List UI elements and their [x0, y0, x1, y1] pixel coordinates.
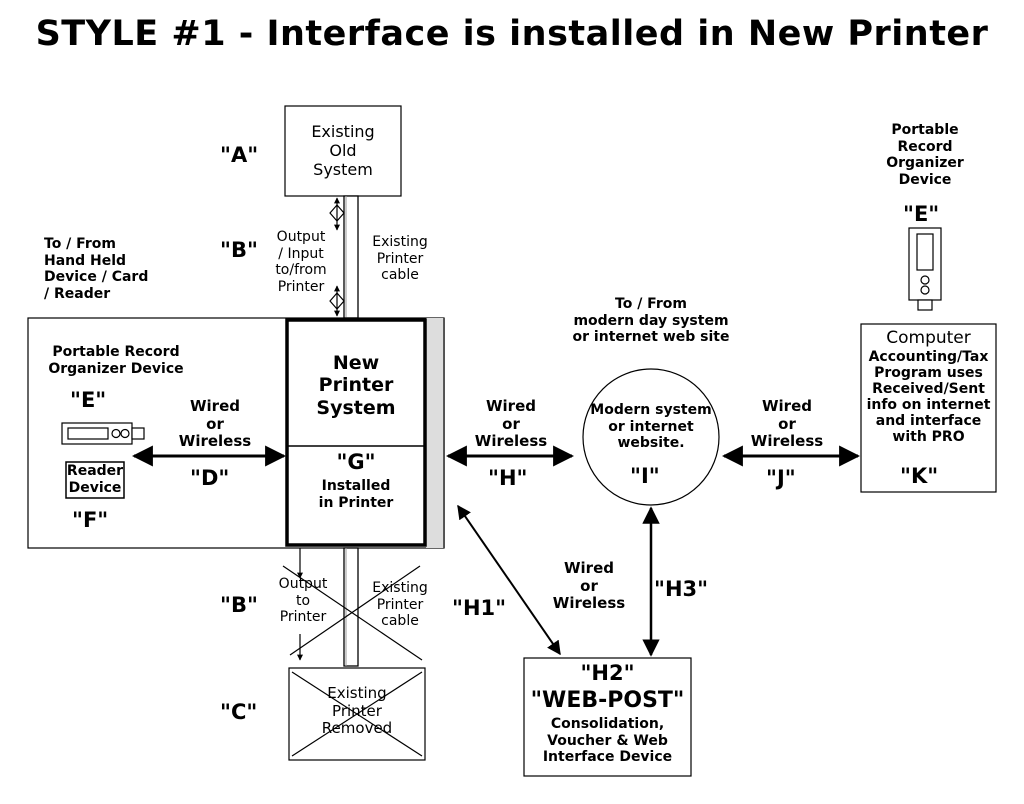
portable-record-left-line: Organizer Device — [48, 360, 184, 377]
output-input-line: Printer — [277, 278, 325, 295]
existing-printer-cable-bottom-line: cable — [381, 613, 419, 630]
new-printer-system-box — [285, 318, 427, 547]
existing-printer-cable-top-line: cable — [381, 267, 419, 284]
portable-record-right-line: Portable — [891, 122, 959, 138]
portable-record-device-right-icon — [908, 227, 942, 311]
output-input-line: / Input — [278, 245, 324, 262]
existing-printer-cable-top-line: Existing — [372, 234, 428, 250]
label-h3: "H3" — [654, 577, 709, 601]
installed-in-printer-line: in Printer — [318, 494, 394, 511]
output-input-line: to/from — [275, 262, 327, 279]
existing-printer-removed-line: Removed — [321, 719, 393, 738]
computer-desc-line: and interface — [875, 412, 982, 429]
wired-or-wireless-d-line: Wired — [190, 397, 240, 415]
existing-printer-removed-line: Existing — [327, 684, 387, 702]
existing-printer-cable-bottom-line: Existing — [372, 580, 428, 596]
label-b-bottom: "B" — [220, 593, 258, 617]
label-e-left: "E" — [70, 388, 107, 412]
new-printer-system-line: New — [332, 352, 380, 374]
web-post-box — [523, 657, 692, 777]
modern-system-line: or internet — [608, 418, 694, 435]
existing-old-system-line: Existing — [311, 122, 375, 141]
existing-printer-cable-top-line: Printer — [376, 250, 424, 267]
wired-or-wireless-h-line: Wireless — [474, 432, 548, 451]
portable-record-right-line: Organizer — [886, 155, 964, 172]
output-to-printer-line: to — [295, 592, 311, 609]
computer-box — [860, 323, 997, 493]
output-to-printer-line: Printer — [279, 609, 327, 626]
wired-or-wireless-h2-line: Wireless — [552, 594, 626, 613]
to-from-handheld-line: Device / Card — [44, 269, 149, 286]
wired-or-wireless-j-line: or — [778, 414, 796, 433]
label-d: "D" — [190, 466, 230, 490]
computer-desc-line: Accounting/Tax — [868, 349, 989, 365]
label-i: "I" — [630, 464, 660, 488]
wired-or-wireless-j-line: Wireless — [750, 432, 824, 451]
output-input-line: Output — [276, 229, 326, 245]
modern-system-line: Modern system — [590, 402, 712, 418]
modern-system-line: website. — [617, 435, 685, 452]
computer-desc-line: info on internet — [866, 396, 991, 413]
output-input-arrow — [329, 197, 345, 317]
web-post-desc-line: Voucher & Web — [547, 732, 668, 749]
label-h2: "H2" — [580, 661, 635, 685]
existing-old-system-line: System — [313, 159, 373, 179]
new-printer-system-line: System — [316, 396, 396, 419]
label-h1: "H1" — [452, 596, 507, 620]
label-a: "A" — [220, 143, 259, 167]
existing-printer-cable-bottom-line: Printer — [376, 596, 424, 613]
installed-in-printer-line: Installed — [321, 478, 391, 494]
wired-or-wireless-h2-line: or — [580, 576, 598, 595]
label-f: "F" — [72, 508, 109, 532]
computer-desc-line: Received/Sent — [872, 380, 985, 397]
wired-or-wireless-d-line: Wireless — [178, 432, 252, 451]
new-printer-system-line: Printer — [318, 374, 394, 397]
label-h: "H" — [488, 466, 528, 490]
to-from-modern-line: modern day system — [573, 312, 729, 329]
modern-system-circle — [582, 368, 720, 506]
wired-or-wireless-j-line: Wired — [762, 397, 812, 415]
wired-or-wireless-h-line: or — [502, 414, 520, 433]
computer-desc-line: Program uses — [874, 364, 983, 381]
reader-device-box — [65, 461, 125, 499]
portable-record-left-line: Portable Record — [52, 344, 180, 360]
label-j: "J" — [766, 466, 796, 490]
computer-desc-line: with PRO — [892, 428, 965, 445]
label-c: "C" — [220, 700, 258, 724]
output-to-printer-line: Output — [278, 576, 328, 592]
to-from-handheld-line: To / From — [44, 236, 116, 252]
to-from-handheld-line: / Reader — [44, 285, 111, 302]
reader-device-line: Reader — [66, 463, 124, 479]
wired-or-wireless-h2-line: Wired — [564, 559, 614, 577]
label-g: "G" — [336, 450, 376, 474]
arrow-h1 — [457, 504, 561, 656]
label-e-right: "E" — [903, 202, 940, 226]
label-b-top: "B" — [220, 238, 258, 262]
web-post-desc-line: Consolidation, — [550, 716, 665, 732]
existing-printer-removed-line: Printer — [332, 701, 382, 720]
portable-record-right-line: Record — [897, 138, 953, 155]
to-from-handheld-line: Hand Held — [44, 252, 127, 269]
web-post-desc-line: Interface Device — [542, 749, 673, 766]
web-post-title: "WEB-POST" — [530, 688, 685, 713]
existing-old-system-line: Old — [329, 140, 357, 160]
to-from-modern-line: To / From — [615, 296, 687, 312]
reader-device-line: Device — [68, 479, 122, 496]
label-k: "K" — [900, 464, 939, 488]
existing-old-system-box — [284, 105, 402, 197]
portable-record-device-left-icon — [61, 422, 145, 445]
to-from-modern-line: or internet web site — [572, 329, 730, 346]
wired-or-wireless-d-line: or — [206, 414, 224, 433]
diagram-title: STYLE #1 - Interface is installed in New… — [35, 14, 989, 54]
wired-or-wireless-h-line: Wired — [486, 397, 536, 415]
computer-title: Computer — [886, 328, 971, 348]
portable-record-right-line: Device — [898, 171, 952, 188]
